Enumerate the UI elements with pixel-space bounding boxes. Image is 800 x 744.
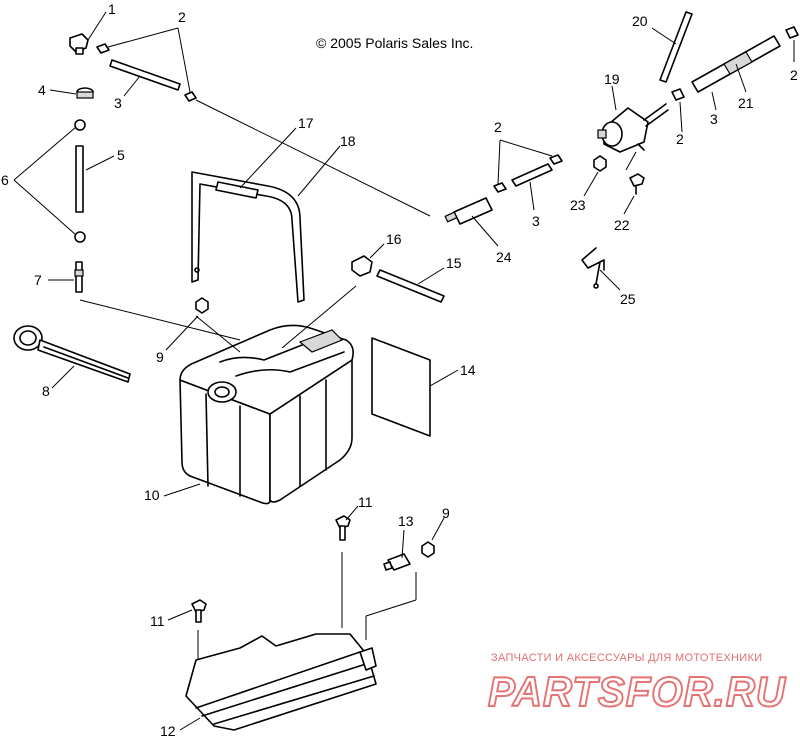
part-2-caps-right xyxy=(671,26,799,101)
part-15-hose xyxy=(376,269,445,303)
callout-5: 5 xyxy=(117,147,125,163)
callout-24: 24 xyxy=(496,249,512,265)
callout-2-middle: 2 xyxy=(494,119,502,135)
part-10-fuel-tank xyxy=(179,324,354,505)
part-5-tube xyxy=(75,145,84,213)
part-24-filter xyxy=(444,197,493,225)
callout-18: 18 xyxy=(340,133,356,149)
callout-9-lower: 9 xyxy=(442,505,450,521)
callout-2-top: 2 xyxy=(178,9,186,25)
callout-22: 22 xyxy=(614,217,630,233)
callout-2-right-upper: 2 xyxy=(790,67,798,83)
part-17-decal xyxy=(215,181,259,199)
watermark-tagline: ЗАПЧАСТИ И АКСЕССУАРЫ ДЛЯ МОТОТЕХНИКИ xyxy=(491,652,762,664)
callout-20: 20 xyxy=(632,13,648,29)
part-14-pad xyxy=(371,337,431,437)
callout-1: 1 xyxy=(108,1,116,17)
callout-11-upper: 11 xyxy=(358,494,373,510)
callout-25: 25 xyxy=(620,291,636,307)
part-8-fuel-gauge-cap xyxy=(13,325,131,383)
callout-3-left: 3 xyxy=(114,95,122,111)
part-12-skid-plate xyxy=(185,633,377,731)
callout-3-middle: 3 xyxy=(532,213,540,229)
part-16-fitting xyxy=(351,255,373,277)
callout-17: 17 xyxy=(298,115,314,131)
callout-4: 4 xyxy=(38,82,46,98)
callout-7: 7 xyxy=(34,272,42,288)
part-9-nut-upper xyxy=(195,297,209,314)
callout-11-lower: 11 xyxy=(150,613,165,629)
part-22-screw xyxy=(629,173,645,195)
part-11-bolt-lower xyxy=(191,599,207,623)
callout-6: 6 xyxy=(1,172,9,188)
callout-15: 15 xyxy=(446,255,462,271)
part-7-valve xyxy=(74,261,84,293)
watermark: ЗАПЧАСТИ И АКСЕССУАРЫ ДЛЯ МОТОТЕХНИКИ PA… xyxy=(487,652,787,716)
part-2-caps-left xyxy=(96,43,197,102)
callout-16: 16 xyxy=(386,231,402,247)
part-18-strap xyxy=(191,171,305,303)
callout-10: 10 xyxy=(144,487,160,503)
part-6-caps xyxy=(74,119,86,243)
callout-3-right: 3 xyxy=(710,111,718,127)
part-13-bolt xyxy=(383,553,411,571)
callout-9-upper: 9 xyxy=(156,349,164,365)
part-3-hose-middle xyxy=(511,163,553,187)
part-23-nut xyxy=(593,155,607,172)
callout-12: 12 xyxy=(160,723,176,739)
callout-19: 19 xyxy=(604,71,620,87)
part-19-pump xyxy=(597,103,669,153)
watermark-brand: PARTSFOR.RU xyxy=(488,668,787,715)
callout-8: 8 xyxy=(42,383,50,399)
callout-13: 13 xyxy=(398,513,414,529)
part-2-caps-middle xyxy=(493,154,563,193)
part-20-tube xyxy=(659,11,693,83)
part-9-nut-lower xyxy=(421,541,435,558)
part-3-hose-left xyxy=(109,59,181,91)
part-1-fitting xyxy=(69,33,89,55)
callout-14: 14 xyxy=(460,362,476,378)
part-11-bolt-upper xyxy=(335,515,351,541)
part-25-clip xyxy=(581,247,605,289)
callout-23: 23 xyxy=(570,197,586,213)
part-4-grommet xyxy=(76,87,94,99)
copyright-notice: © 2005 Polaris Sales Inc. xyxy=(316,35,473,51)
callout-2-right-lower: 2 xyxy=(676,131,684,147)
callout-21: 21 xyxy=(738,95,754,111)
